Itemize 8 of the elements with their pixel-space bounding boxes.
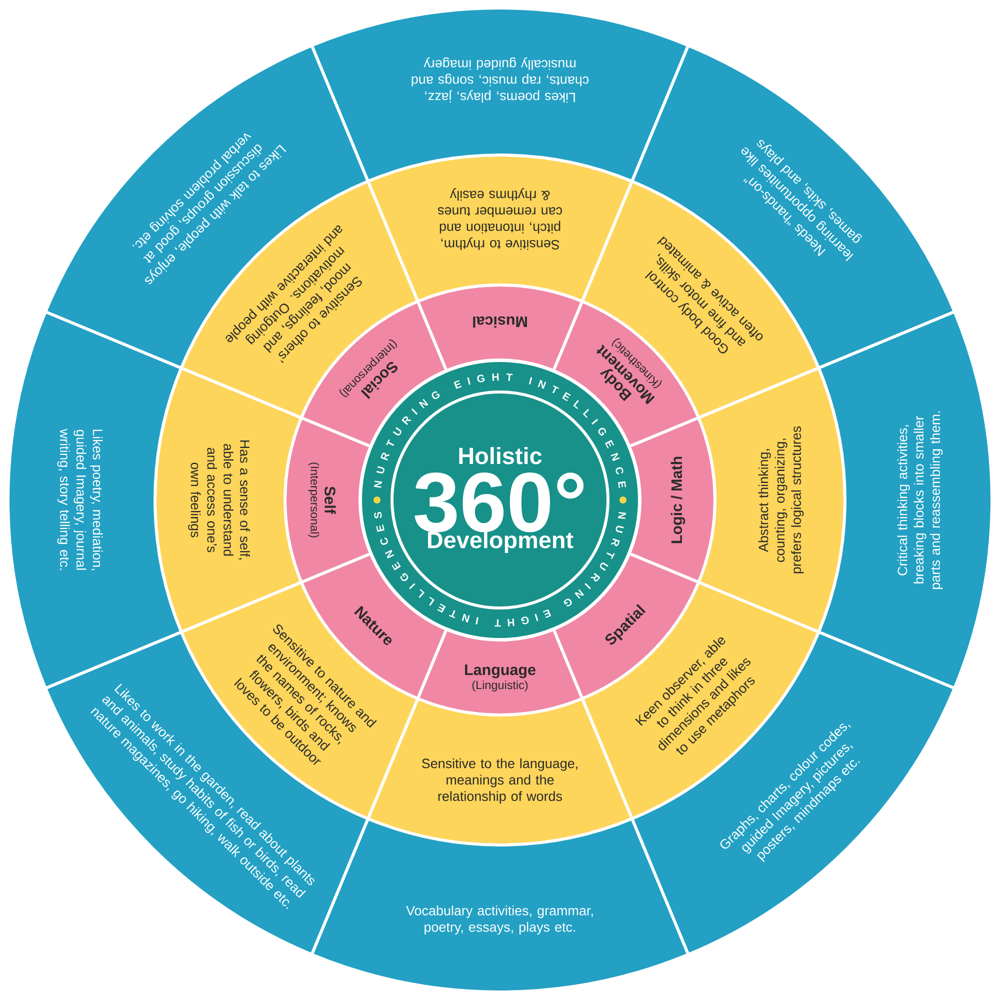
intelligence-sector: Logic / Math bbox=[628, 416, 716, 584]
node-label: Critical thinking activities, breaking blocks into smaller parts and reassembling them. bbox=[897, 411, 943, 589]
activity-sector: Likes poems, plays, jazz, chants, rap music, songs and musically guided imagery bbox=[310, 6, 690, 183]
intelligence-sector: Self (Interpersonal) bbox=[284, 416, 372, 584]
trait-sector: Sensitive to rhythm, pitch, intonation and can remember tunes & rhythms easily bbox=[366, 154, 634, 303]
node-label: Vocabulary activities, grammar, poetry, essays, plays etc. bbox=[406, 906, 593, 934]
activity-sector: Critical thinking activities, breaking blocks into smaller parts and reassembling them. bbox=[817, 310, 994, 690]
trait-sector: Abstract thinking, counting, organizing, prefers logical structures bbox=[697, 366, 846, 634]
